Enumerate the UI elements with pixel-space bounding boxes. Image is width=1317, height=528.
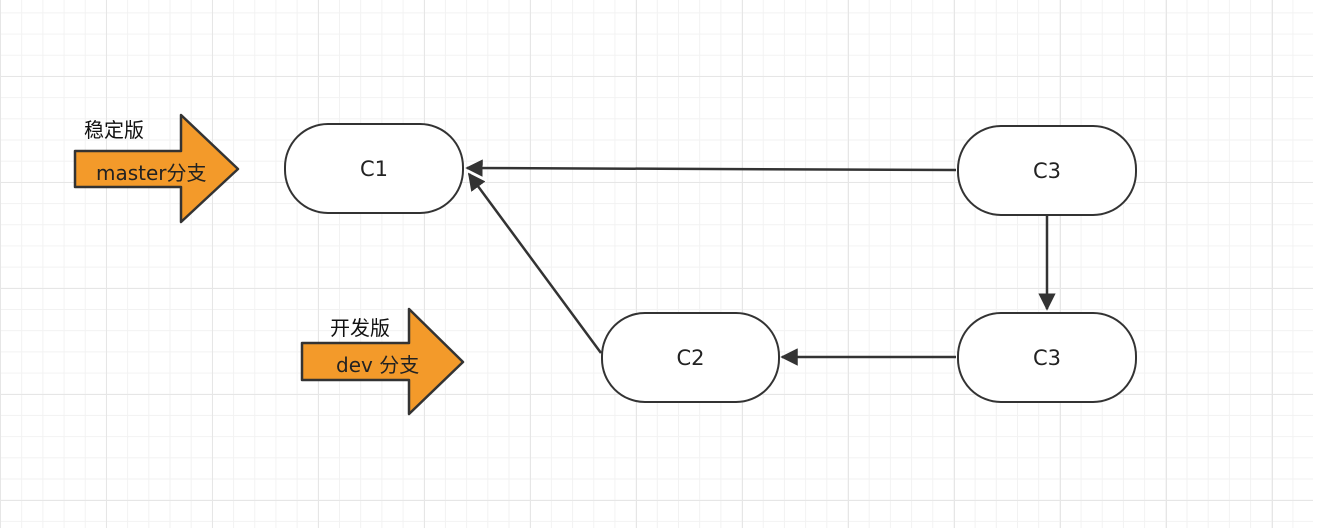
edge-c2-to-c1 xyxy=(467,172,603,354)
master-branch-label: master分支 xyxy=(96,161,207,185)
dev-caption: 开发版 xyxy=(330,316,390,340)
right-border xyxy=(1313,0,1317,528)
commit-node-c3-bottom: C3 xyxy=(957,312,1137,403)
commit-node-c2: C2 xyxy=(601,312,780,403)
dev-branch-arrow xyxy=(300,307,465,416)
commit-node-c1: C1 xyxy=(284,123,464,214)
commit-label: C2 xyxy=(676,345,705,370)
commit-label: C1 xyxy=(359,156,389,181)
stable-caption: 稳定版 xyxy=(84,118,144,142)
dev-branch-label: dev 分支 xyxy=(336,353,420,377)
edge-c3-top-to-c1 xyxy=(465,159,957,177)
master-branch-arrow xyxy=(73,113,240,224)
commit-node-c3-top: C3 xyxy=(957,125,1137,216)
commit-label: C3 xyxy=(1032,158,1062,183)
commit-label: C3 xyxy=(1032,345,1062,370)
